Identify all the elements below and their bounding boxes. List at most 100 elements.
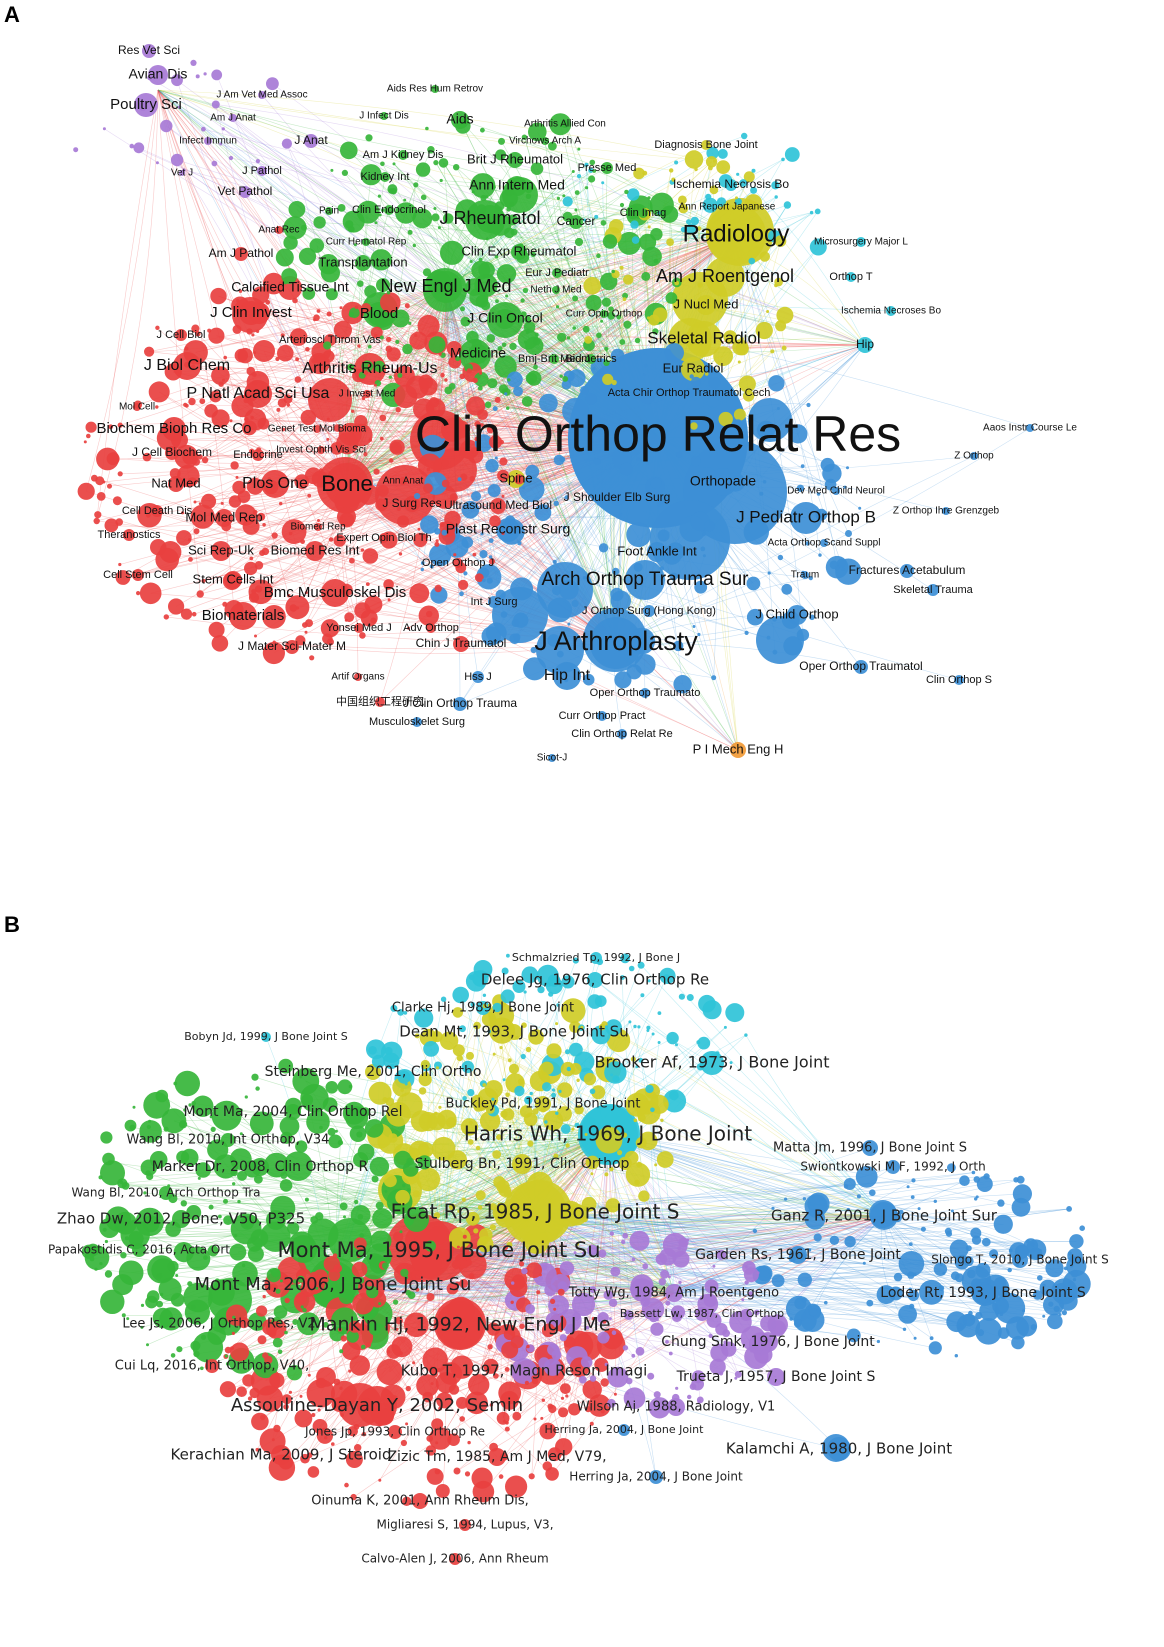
network-node[interactable] bbox=[436, 1392, 453, 1409]
network-node[interactable] bbox=[164, 1111, 168, 1115]
network-node[interactable] bbox=[560, 1396, 565, 1400]
network-node[interactable] bbox=[269, 1269, 273, 1273]
network-node[interactable] bbox=[577, 147, 581, 151]
network-node[interactable] bbox=[1013, 1177, 1019, 1183]
network-node[interactable] bbox=[275, 226, 283, 234]
network-node[interactable] bbox=[555, 1111, 559, 1115]
network-node[interactable] bbox=[354, 602, 371, 619]
network-node[interactable] bbox=[965, 1245, 972, 1252]
network-node[interactable] bbox=[665, 1300, 671, 1306]
network-node[interactable] bbox=[982, 1237, 991, 1247]
network-node[interactable] bbox=[843, 485, 847, 489]
network-node[interactable] bbox=[695, 1307, 709, 1321]
network-node[interactable] bbox=[243, 1160, 262, 1178]
network-node[interactable] bbox=[399, 477, 407, 485]
network-node[interactable] bbox=[657, 1041, 661, 1044]
network-node[interactable] bbox=[427, 1112, 446, 1131]
network-node[interactable] bbox=[690, 216, 699, 226]
network-node[interactable] bbox=[557, 1082, 573, 1098]
network-node[interactable] bbox=[248, 302, 270, 325]
network-node[interactable] bbox=[204, 137, 212, 145]
network-node[interactable] bbox=[997, 1199, 1005, 1207]
network-node[interactable] bbox=[211, 69, 223, 81]
network-node[interactable] bbox=[738, 375, 756, 393]
network-node[interactable] bbox=[326, 311, 332, 317]
network-node[interactable] bbox=[453, 164, 460, 171]
network-node[interactable] bbox=[530, 646, 537, 654]
network-node[interactable] bbox=[526, 1179, 549, 1202]
network-node[interactable] bbox=[630, 220, 639, 229]
network-node[interactable] bbox=[377, 485, 389, 497]
network-node[interactable] bbox=[625, 1162, 651, 1187]
network-node[interactable] bbox=[568, 1403, 581, 1416]
network-node[interactable] bbox=[163, 1126, 169, 1132]
network-node[interactable] bbox=[246, 371, 270, 394]
network-node[interactable] bbox=[257, 512, 266, 521]
network-node[interactable] bbox=[588, 175, 596, 183]
network-node[interactable] bbox=[145, 1170, 151, 1176]
network-node[interactable] bbox=[452, 1044, 465, 1057]
network-node[interactable] bbox=[494, 255, 499, 259]
network-node[interactable] bbox=[431, 213, 440, 222]
network-node[interactable] bbox=[254, 634, 257, 638]
network-node[interactable] bbox=[697, 226, 702, 231]
network-node[interactable] bbox=[467, 447, 484, 464]
network-node[interactable] bbox=[622, 297, 627, 302]
network-node[interactable] bbox=[950, 1271, 960, 1281]
network-node[interactable] bbox=[775, 320, 787, 332]
network-node[interactable] bbox=[229, 1346, 234, 1351]
network-node[interactable] bbox=[208, 1279, 235, 1306]
network-node[interactable] bbox=[608, 306, 614, 313]
network-node[interactable] bbox=[521, 134, 528, 140]
network-node[interactable] bbox=[597, 1331, 610, 1344]
network-node[interactable] bbox=[512, 980, 526, 993]
network-node[interactable] bbox=[300, 409, 316, 426]
network-node[interactable] bbox=[647, 196, 651, 200]
network-node[interactable] bbox=[307, 1466, 320, 1478]
network-node[interactable] bbox=[909, 1303, 915, 1309]
network-node[interactable] bbox=[512, 1274, 525, 1288]
network-node[interactable] bbox=[525, 464, 540, 479]
network-node[interactable] bbox=[562, 196, 573, 207]
network-node[interactable] bbox=[638, 208, 648, 218]
network-node[interactable] bbox=[304, 591, 308, 595]
network-node[interactable] bbox=[283, 235, 298, 250]
network-node[interactable] bbox=[808, 576, 813, 581]
network-node[interactable] bbox=[858, 506, 862, 510]
network-node[interactable] bbox=[474, 434, 493, 452]
network-node[interactable] bbox=[170, 1353, 176, 1358]
network-node[interactable] bbox=[627, 188, 640, 201]
network-node[interactable] bbox=[701, 140, 711, 150]
network-node[interactable] bbox=[524, 185, 533, 194]
network-node[interactable] bbox=[574, 190, 580, 196]
network-node[interactable] bbox=[232, 324, 242, 334]
network-node[interactable] bbox=[607, 1366, 629, 1388]
network-node[interactable] bbox=[188, 397, 196, 406]
network-node[interactable] bbox=[783, 636, 803, 656]
network-node[interactable] bbox=[497, 346, 503, 352]
network-node[interactable] bbox=[309, 655, 315, 661]
network-node[interactable] bbox=[246, 328, 253, 335]
network-node[interactable] bbox=[705, 257, 745, 297]
network-node[interactable] bbox=[298, 247, 317, 265]
network-node[interactable] bbox=[452, 986, 470, 1004]
network-node[interactable] bbox=[657, 211, 661, 215]
network-node[interactable] bbox=[200, 1334, 207, 1340]
network-node[interactable] bbox=[509, 342, 517, 351]
network-node[interactable] bbox=[643, 364, 648, 368]
network-node[interactable] bbox=[269, 1372, 285, 1388]
network-node[interactable] bbox=[566, 336, 571, 340]
network-node[interactable] bbox=[334, 1129, 338, 1133]
network-node[interactable] bbox=[430, 586, 448, 604]
network-node[interactable] bbox=[375, 465, 435, 525]
network-node[interactable] bbox=[418, 1142, 434, 1158]
network-node[interactable] bbox=[382, 1262, 389, 1270]
network-node[interactable] bbox=[559, 456, 566, 463]
network-node[interactable] bbox=[238, 1317, 250, 1329]
network-node[interactable] bbox=[386, 1344, 402, 1359]
network-node[interactable] bbox=[406, 1157, 415, 1166]
network-node[interactable] bbox=[252, 372, 257, 377]
network-node[interactable] bbox=[553, 662, 581, 690]
network-node[interactable] bbox=[480, 532, 484, 536]
network-node[interactable] bbox=[626, 664, 642, 680]
